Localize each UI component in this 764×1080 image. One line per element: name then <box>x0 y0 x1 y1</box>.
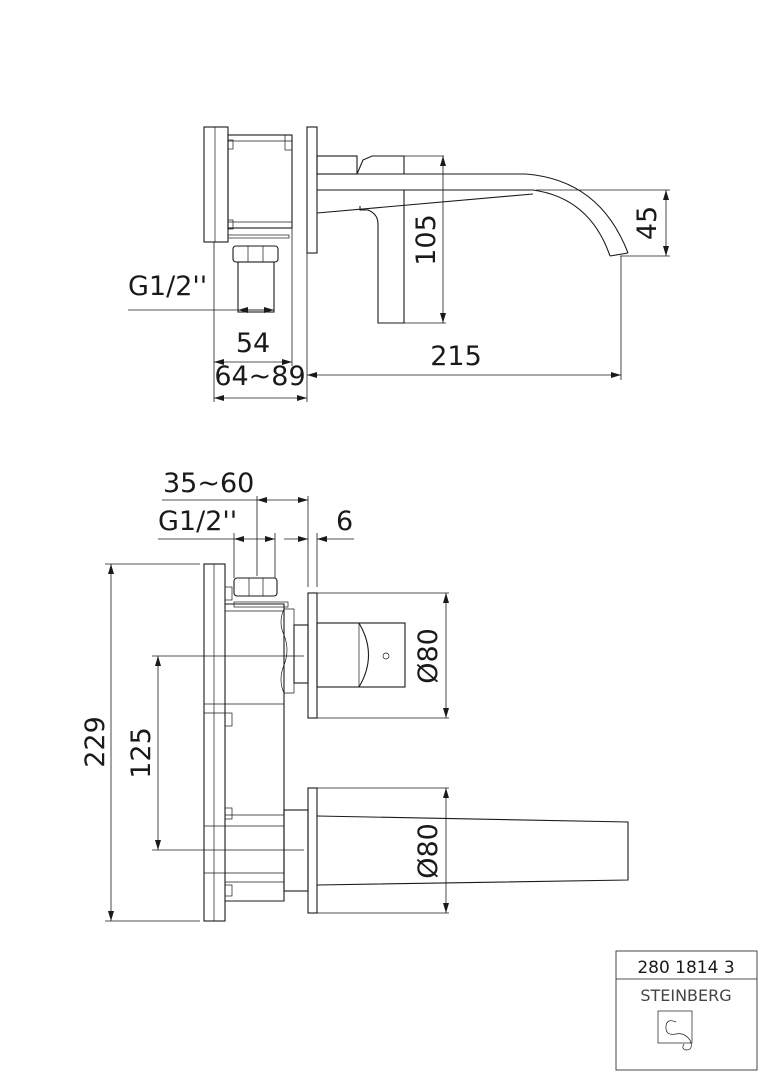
front-view: 35~60 G1/2'' 6 229 125 Ø80 Ø80 <box>80 468 629 922</box>
spout-side <box>316 173 629 257</box>
handle-front <box>293 592 406 719</box>
dim-125: 125 <box>126 656 161 850</box>
article-number: 280 1814 3 <box>637 958 734 978</box>
handle-indicator-dot <box>382 652 390 660</box>
dim-105-label: 105 <box>411 214 442 266</box>
dim-64-89-label: 64~89 <box>214 361 305 392</box>
dim-105: 105 <box>411 156 446 323</box>
mounting-plate-front <box>203 563 226 922</box>
dim-80-handle-label: Ø80 <box>413 628 444 684</box>
dim-125-label: 125 <box>126 727 157 779</box>
mounting-plate <box>203 126 229 243</box>
dim-35-60-label: 35~60 <box>163 468 254 499</box>
dim-229-label: 229 <box>80 716 111 768</box>
dim-80-spout-label: Ø80 <box>413 823 444 879</box>
dim-80-spout: Ø80 <box>413 788 449 913</box>
dim-45-label: 45 <box>632 206 663 240</box>
thread-label-side: G1/2'' <box>128 271 207 302</box>
lever-handle <box>316 155 405 324</box>
connection-nut <box>232 245 279 313</box>
title-block: 280 1814 3 STEINBERG <box>615 950 758 1071</box>
dim-6-label: 6 <box>336 506 353 537</box>
dim-64-89: 64~89 <box>214 361 307 401</box>
valve-body <box>227 134 293 239</box>
dim-54: 54 <box>214 328 292 365</box>
dim-215-label: 215 <box>430 341 482 372</box>
dim-80-handle: Ø80 <box>413 593 449 718</box>
dim-extension-lines-front <box>105 496 449 922</box>
dim-54-label: 54 <box>236 328 270 359</box>
dim-45: 45 <box>632 190 669 256</box>
thread-label-front: G1/2'' <box>158 506 237 537</box>
valve-body-front <box>204 586 295 902</box>
dim-thread-side: G1/2'' <box>128 271 274 313</box>
wall-rosette <box>306 126 318 254</box>
side-view: G1/2'' 54 64~89 215 105 <box>128 126 670 402</box>
connection-nut-front <box>233 577 278 597</box>
dim-229: 229 <box>80 564 114 921</box>
dim-6: 6 <box>284 506 354 542</box>
brand-name: STEINBERG <box>640 986 731 1005</box>
spout-front <box>283 787 629 914</box>
dim-thread-front: G1/2'' <box>158 506 275 542</box>
dim-35-60: 35~60 <box>162 468 308 503</box>
steinberg-logo-icon <box>657 1010 693 1051</box>
dim-215: 215 <box>307 341 621 378</box>
